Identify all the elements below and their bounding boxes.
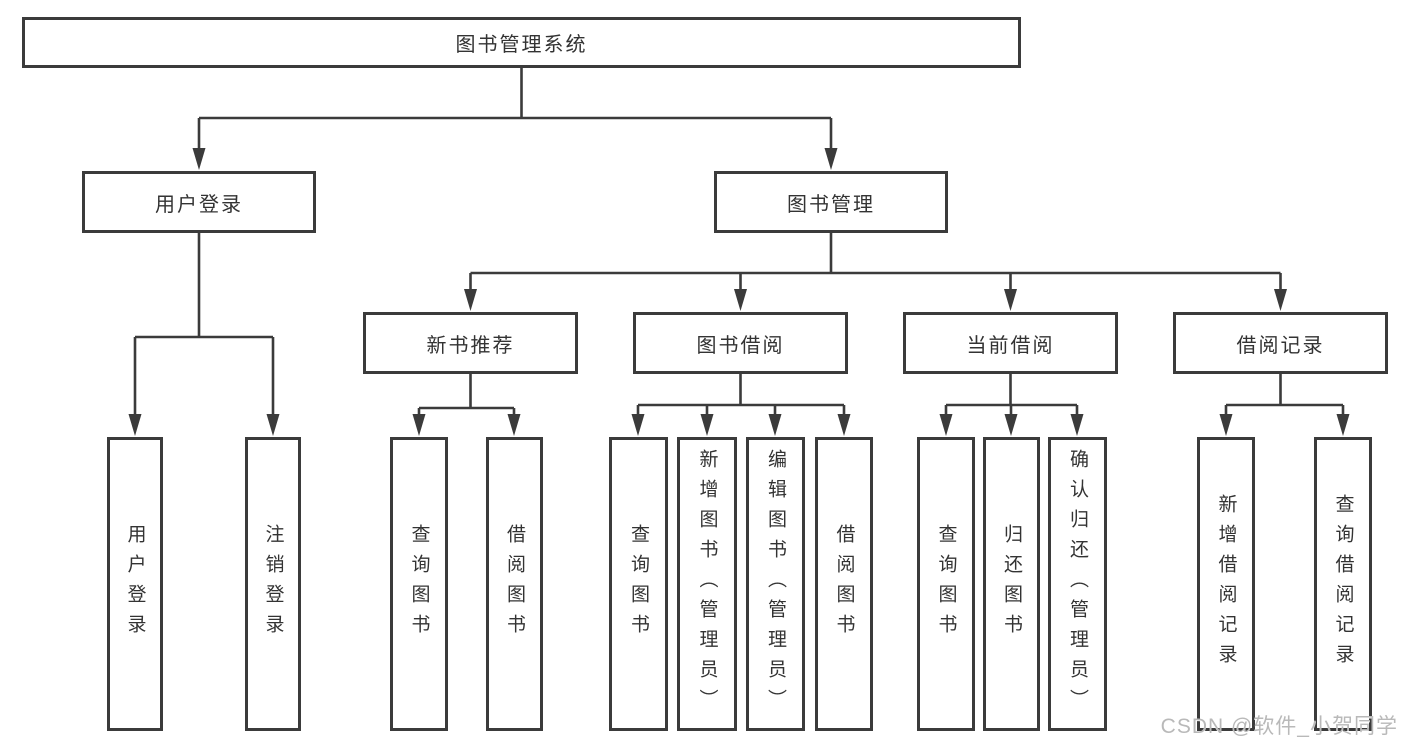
node-label: 用户登录 [124,524,146,644]
csdn-watermark: CSDN @软件_小贺同学 [1160,715,1398,738]
arrowhead [266,414,280,436]
arrowhead [507,414,521,436]
node-leaf-query-book-3: 查询图书 [917,437,975,731]
arrowhead [768,414,782,436]
node-leaf-edit-book-admin: 编辑图书（管理员） [746,437,805,731]
node-label: 注销登录 [262,524,284,644]
node-leaf-return-book: 归还图书 [983,437,1040,731]
arrowhead [1274,289,1287,311]
node-label: 借阅记录 [1236,334,1325,357]
connector-borrowrec-to-leaves [1224,374,1345,416]
arrowhead [1004,289,1017,311]
arrowhead [700,414,714,436]
node-book-borrow: 图书借阅 [633,312,848,374]
node-label: 确认归还（管理员） [1067,449,1088,719]
node-label: 归还图书 [1001,524,1022,644]
connector-newbook-to-leaves [417,374,516,416]
node-label: 查询图书 [408,524,430,644]
arrowhead [939,414,953,436]
arrowhead [192,148,206,170]
node-label: 新书推荐 [426,334,515,357]
node-leaf-add-book-admin: 新增图书（管理员） [677,437,737,731]
arrowhead [824,148,838,170]
node-leaf-query-book-2: 查询图书 [609,437,668,731]
connector-bookborrow-to-leaves [636,374,846,416]
arrowhead [1219,414,1233,436]
node-leaf-confirm-return-admin: 确认归还（管理员） [1048,437,1107,731]
arrowhead [412,414,426,436]
node-label: 查询图书 [628,524,649,644]
arrowhead [128,414,142,436]
arrowhead [464,289,477,311]
node-user-login: 用户登录 [82,171,316,233]
node-book-management: 图书管理 [714,171,948,233]
arrowhead [1336,414,1350,436]
node-label: 当前借阅 [966,334,1055,357]
node-current-borrow: 当前借阅 [903,312,1118,374]
node-leaf-query-book-1: 查询图书 [390,437,448,731]
node-new-book-recommend: 新书推荐 [363,312,578,374]
arrowhead [1070,414,1084,436]
node-label: 新增图书（管理员） [696,449,718,719]
node-leaf-borrow-book-1: 借阅图书 [486,437,543,731]
arrowhead [1004,414,1018,436]
node-leaf-borrow-book-2: 借阅图书 [815,437,873,731]
node-label: 新增借阅记录 [1215,494,1237,674]
connector-userlogin-to-leaves [133,233,275,416]
arrowhead [631,414,645,436]
node-label: 图书管理 [787,193,875,216]
node-label: 图书管理系统 [455,34,588,56]
connector-root-to-level2 [197,68,833,152]
connector-bookmgmt-to-level3 [469,233,1282,293]
node-label: 查询借阅记录 [1332,494,1354,674]
connector-curborrow-to-leaves [944,374,1079,416]
node-label: 用户登录 [155,193,243,216]
node-label: 借阅图书 [504,524,525,644]
node-leaf-user-login: 用户登录 [107,437,163,731]
node-label: 借阅图书 [833,524,855,644]
node-label: 查询图书 [935,524,957,644]
node-leaf-query-borrow-record: 查询借阅记录 [1314,437,1372,731]
node-library-management-system: 图书管理系统 [22,17,1021,68]
arrowhead [837,414,851,436]
node-leaf-logout: 注销登录 [245,437,301,731]
node-borrow-record: 借阅记录 [1173,312,1388,374]
node-leaf-add-borrow-record: 新增借阅记录 [1197,437,1255,731]
node-label: 图书借阅 [696,334,785,357]
arrowhead [734,289,747,311]
node-label: 编辑图书（管理员） [765,449,786,719]
